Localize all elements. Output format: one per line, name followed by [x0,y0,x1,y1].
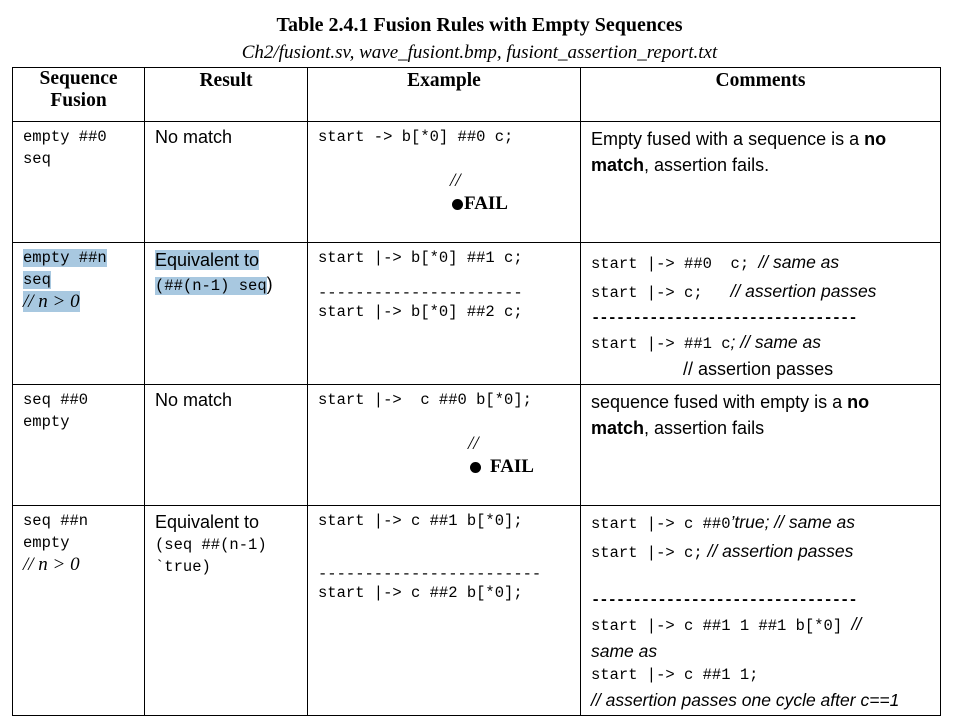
comment-text: same as [591,641,658,661]
header-sequence-fusion: Sequence Fusion [12,67,145,122]
comment-cell: sequence fused with empty is a no match,… [580,384,941,506]
comment-text: // same as [758,252,840,272]
fusion-line: empty ##0 [23,128,107,146]
example-cell: start |-> c ##0 b[*0]; // FAIL [307,384,581,506]
comment-text: // assertion passes [730,281,877,301]
bomb-icon [452,199,463,210]
fusion-line: empty [23,534,70,552]
header-example: Example [307,67,581,122]
example-cell: start |-> b[*0] ##1 c; -----------------… [307,242,581,385]
example-separator: ------------------------ [318,565,542,583]
fail-label: FAIL [464,193,508,214]
table-row: empty ##0 seq No match start -> b[*0] ##… [12,121,941,243]
example-comment-prefix: // [468,433,479,454]
comment-text: // [851,614,862,634]
comment-text: , assertion fails [644,418,765,438]
comment-cell: Empty fused with a sequence is a no matc… [580,121,941,243]
example-line: start |-> c ##0 b[*0]; [318,391,532,409]
result-code: (##(n-1) seq [155,277,267,295]
example-comment-prefix: // [450,170,461,191]
example-line: start |-> c ##2 b[*0]; [318,584,523,602]
fusion-line: seq [23,150,51,168]
fusion-cell: seq ##n empty // n > 0 [12,505,145,716]
comment-code: start |-> c ##1 1; [591,666,759,684]
result-cell: No match [144,121,308,243]
comment-text: // assertion passes [683,359,834,379]
example-line: start |-> b[*0] ##1 c; [318,249,523,267]
comment-separator: -------------------------------- [591,309,858,327]
comment-code: start |-> c; [591,284,731,302]
result-code: `true) [155,558,211,576]
table-row: empty ##n seq // n > 0 Equivalent to (##… [12,242,941,385]
fusion-cell: empty ##n seq // n > 0 [12,242,145,385]
fusion-cell: seq ##0 empty [12,384,145,506]
fusion-cell: empty ##0 seq [12,121,145,243]
comment-text: sequence fused with empty is a [591,392,848,412]
comment-text: ; // same as [764,512,856,532]
result-close: ) [266,274,273,294]
comment-code: start |-> ##1 c [591,335,731,353]
comment-bold: no [847,392,870,412]
comment-text: Empty fused with a sequence is a [591,129,865,149]
example-cell: start -> b[*0] ##0 c; // FAIL [307,121,581,243]
fusion-line: seq [23,271,51,289]
comment-bold: match [591,418,645,438]
comment-cell: start |-> ##0 c; // same as start |-> c;… [580,242,941,385]
header-result: Result [144,67,308,122]
fusion-rules-table: Sequence Fusion Result Example Comments … [12,67,941,716]
example-line: start |-> c ##1 b[*0]; [318,512,523,530]
fusion-condition: // n > 0 [23,291,80,312]
comment-code: start |-> ##0 c; [591,255,759,273]
result-cell: Equivalent to (##(n-1) seq) [144,242,308,385]
example-line: start |-> b[*0] ##2 c; [318,303,523,321]
table-row: seq ##0 empty No match start |-> c ##0 b… [12,384,941,506]
header-fusion-line1: Sequence [39,68,118,89]
comment-bold: no [864,129,887,149]
result-text: No match [155,127,233,147]
example-cell: start |-> c ##1 b[*0]; -----------------… [307,505,581,716]
comment-code: start |-> c ##0 [591,515,731,533]
result-cell: Equivalent to (seq ##(n-1) `true) [144,505,308,716]
result-text: No match [155,390,233,410]
result-text: Equivalent to [155,250,260,270]
comment-text: ; // same as [730,332,821,352]
fusion-line: seq ##n [23,512,89,530]
comment-text: // assertion passes [702,541,854,561]
result-cell: No match [144,384,308,506]
fusion-line: empty [23,413,70,431]
comment-text: , assertion fails. [644,155,770,175]
comment-text: // assertion passes one cycle after c==1 [591,690,900,710]
header-row: Sequence Fusion Result Example Comments [12,67,941,122]
fusion-line: empty ##n [23,249,107,267]
comment-code: start |-> c; [591,544,703,562]
example-line: start -> b[*0] ##0 c; [318,128,514,146]
comment-bold: match [591,155,645,175]
result-text: Equivalent to [155,512,260,532]
fusion-condition: // n > 0 [23,554,80,575]
table-title: Table 2.4.1 Fusion Rules with Empty Sequ… [276,14,683,36]
header-comments: Comments [580,67,941,122]
example-separator: ---------------------- [318,284,523,302]
table-subtitle: Ch2/fusiont.sv, wave_fusiont.bmp, fusion… [241,42,718,63]
result-code: (seq ##(n-1) [155,536,267,554]
fusion-line: seq ##0 [23,391,89,409]
header-fusion-line2: Fusion [50,90,107,111]
fail-label: FAIL [490,456,534,477]
comment-code: start |-> c ##1 1 ##1 b[*0] [591,617,852,635]
table-row: seq ##n empty // n > 0 Equivalent to (se… [12,505,941,716]
bomb-icon [470,462,481,473]
comment-separator: -------------------------------- [591,591,858,609]
comment-text: ’true [730,512,765,532]
comment-cell: start |-> c ##0’true; // same as start |… [580,505,941,716]
